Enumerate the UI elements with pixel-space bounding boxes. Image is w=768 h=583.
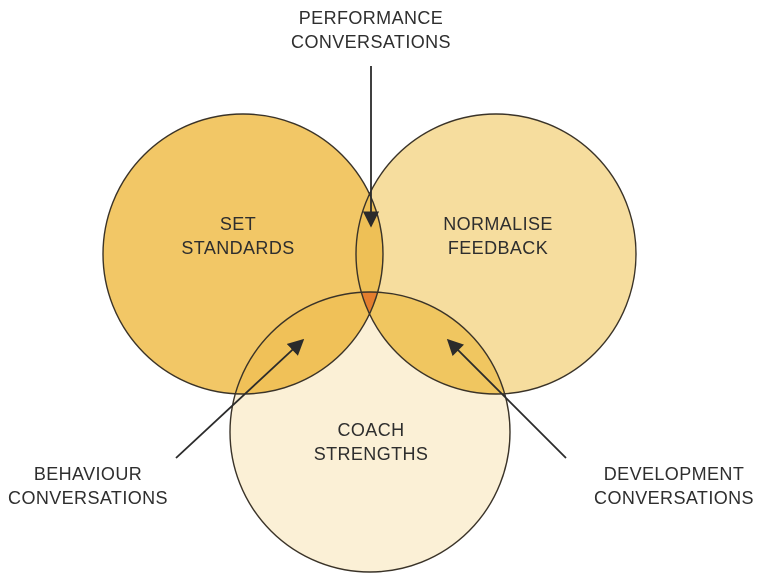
performance-line1: PERFORMANCE: [298, 8, 444, 28]
set-standards-line1: SET: [219, 214, 257, 234]
behaviour-line1: BEHAVIOUR: [33, 464, 143, 484]
label-coach-strengths: COACH STRENGTHS: [271, 418, 471, 466]
label-development-conversations: DEVELOPMENT CONVERSATIONS: [554, 462, 768, 510]
outline-normalise-feedback: [355, 113, 637, 395]
label-performance-conversations: PERFORMANCE CONVERSATIONS: [251, 6, 491, 54]
outline-coach-strengths: [229, 291, 511, 573]
normalise-feedback-line1: NORMALISE: [443, 214, 553, 234]
coach-strengths-line2: STRENGTHS: [313, 444, 429, 464]
arrow-development: [446, 338, 567, 459]
intersection-development: [356, 292, 510, 394]
intersection-behaviour: [230, 292, 383, 394]
performance-line2: CONVERSATIONS: [291, 32, 451, 52]
arrow-behaviour: [175, 338, 305, 459]
outline-set-standards: [102, 113, 384, 395]
coach-strengths-line1: COACH: [337, 420, 405, 440]
label-set-standards: SET STANDARDS: [138, 212, 338, 260]
label-behaviour-conversations: BEHAVIOUR CONVERSATIONS: [0, 462, 208, 510]
development-line1: DEVELOPMENT: [603, 464, 745, 484]
label-normalise-feedback: NORMALISE FEEDBACK: [398, 212, 598, 260]
behaviour-line2: CONVERSATIONS: [8, 488, 168, 508]
development-line2: CONVERSATIONS: [594, 488, 754, 508]
normalise-feedback-line2: FEEDBACK: [447, 238, 549, 258]
set-standards-line2: STANDARDS: [181, 238, 295, 258]
